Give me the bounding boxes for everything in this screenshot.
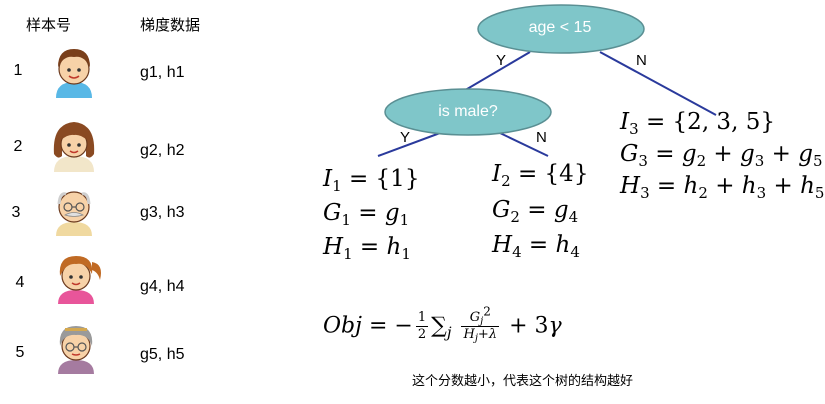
tree-node-root [477,4,645,54]
root-node-label: age < 15 [528,19,592,36]
leaf2-set: I2 = {4} [492,161,589,190]
row-id: 5 [15,344,25,361]
leaf1-set: I1 = {1} [323,166,420,195]
edge-label-no: N [636,52,647,69]
boy-icon [56,49,92,98]
formula-caption: 这个分数越小，代表这个树的结构越好 [412,374,634,389]
leaf3-set: I3 = {2, 3, 5} [620,109,775,138]
edge-label-yes: Y [400,129,411,146]
edge-label-yes: Y [496,52,507,69]
row-id: 4 [15,274,25,291]
leaf1-H: H1 = h1 [323,234,411,263]
row-id: 3 [11,204,21,221]
tree-node-child [384,88,552,136]
grandmother-icon [58,326,94,374]
leaf3-G: G3 = g2 + g3 + g5 [620,141,823,170]
edge-label-no: N [536,129,547,146]
edge-root-yes [461,51,531,93]
gradient-value: g4, h4 [140,278,185,295]
leaf2-H: H4 = h4 [492,232,580,261]
header-sample-id: 样本号 [26,16,72,34]
leaf2-G: G2 = g4 [492,197,579,226]
gradient-value: g3, h3 [140,204,185,221]
row-id: 1 [13,62,23,79]
row-id: 2 [13,138,23,155]
gradient-value: g1, h1 [140,64,185,81]
edge-root-no [599,51,717,116]
grandfather-icon [56,191,92,236]
girl-icon [58,256,101,304]
child-node-label: is male? [438,103,498,120]
leaf3-H: H3 = h2 + h3 + h5 [620,173,825,202]
header-gradient: 梯度数据 [140,16,201,34]
mother-icon [53,122,95,172]
edge-child-yes [377,132,441,157]
gradient-value: g5, h5 [140,346,185,363]
leaf1-G: G1 = g1 [323,200,410,229]
edge-child-no [499,132,549,157]
gradient-value: g2, h2 [140,142,185,159]
